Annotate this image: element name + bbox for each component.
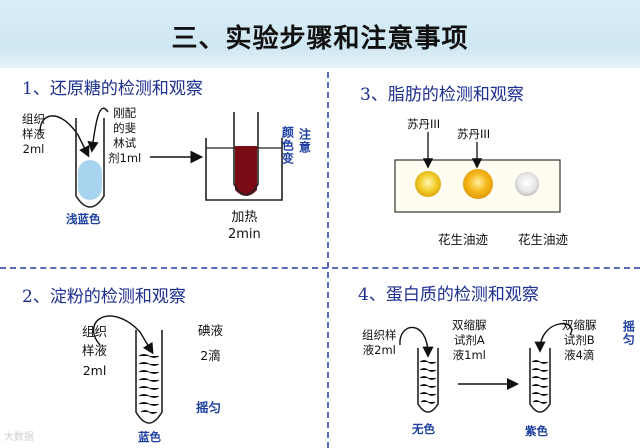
tissue-pour-arrow-4	[399, 326, 434, 358]
section-4-title: 4、蛋白质的检测和观察	[358, 285, 539, 305]
section-3-title: 3、脂肪的检测和观察	[360, 85, 524, 105]
starch-tissue-label: 组织 样液 2ml	[82, 324, 108, 378]
water-bath-beaker	[205, 138, 283, 201]
colorless-label: 无色	[412, 422, 435, 436]
protein-liquid-lines-2	[531, 360, 549, 404]
section-2-title: 2、淀粉的检测和观察	[22, 287, 186, 307]
tissue-pour-arrow-2	[93, 315, 154, 355]
protein-tissue-label: 组织样 液2ml	[362, 328, 397, 357]
oil-spot-stained-1	[415, 171, 441, 197]
oil-spot-unstained	[515, 172, 539, 196]
page-title: 三、实验步骤和注意事项	[171, 24, 469, 54]
header-band	[0, 0, 640, 68]
note-color-change-col-2: 颜色变	[280, 126, 295, 165]
iodine-label: 碘液 2滴	[198, 323, 224, 363]
biuret-a-label: 双缩脲 试剂A 液1ml	[452, 318, 487, 362]
test-tube-liquid-light-blue	[78, 160, 102, 200]
protein-liquid-lines-1	[419, 360, 437, 404]
blue-color-label: 蓝色	[138, 430, 161, 444]
horizontal-divider	[0, 267, 640, 269]
test-tube-protein-2	[529, 348, 551, 413]
purple-label: 紫色	[525, 424, 548, 438]
tissue-sample-label: 组织 样液 2ml	[22, 112, 45, 156]
heat-label: 加热 2min	[228, 210, 261, 242]
watermark: 大数据	[4, 432, 34, 443]
fehling-reagent-label: 刚配 的斐 林试 剂1ml	[108, 106, 142, 165]
biuret-b-label: 双缩脲 试剂B 液4滴	[562, 318, 597, 362]
test-tube-protein-1	[417, 348, 439, 413]
test-tube-liquid-brick-red	[235, 146, 257, 190]
reagent-b-arrow	[534, 323, 573, 353]
starch-liquid-lines	[138, 354, 160, 414]
tissue-pour-arrow	[39, 115, 90, 158]
shake-label-protein: 摇匀	[621, 320, 636, 346]
light-blue-color-label: 浅蓝色	[66, 212, 101, 226]
sudan-dye-label-2: 苏丹III	[457, 127, 491, 141]
sudan-dye-label-1: 苏丹III	[407, 117, 441, 131]
vertical-divider	[327, 72, 329, 448]
peanut-oil-label-2: 花生油迹	[518, 232, 569, 247]
peanut-oil-label-1: 花生油迹	[438, 232, 489, 247]
reagent-pour-arrow	[87, 107, 109, 153]
test-tube-starch	[135, 330, 163, 424]
test-tube-1	[75, 118, 105, 208]
note-color-change-col-1: 注意	[297, 128, 312, 154]
oil-spot-stained-2	[463, 169, 493, 199]
section-1-title: 1、还原糖的检测和观察	[22, 79, 203, 99]
test-tube-2	[233, 112, 259, 196]
shake-label-starch: 摇匀	[196, 400, 222, 415]
